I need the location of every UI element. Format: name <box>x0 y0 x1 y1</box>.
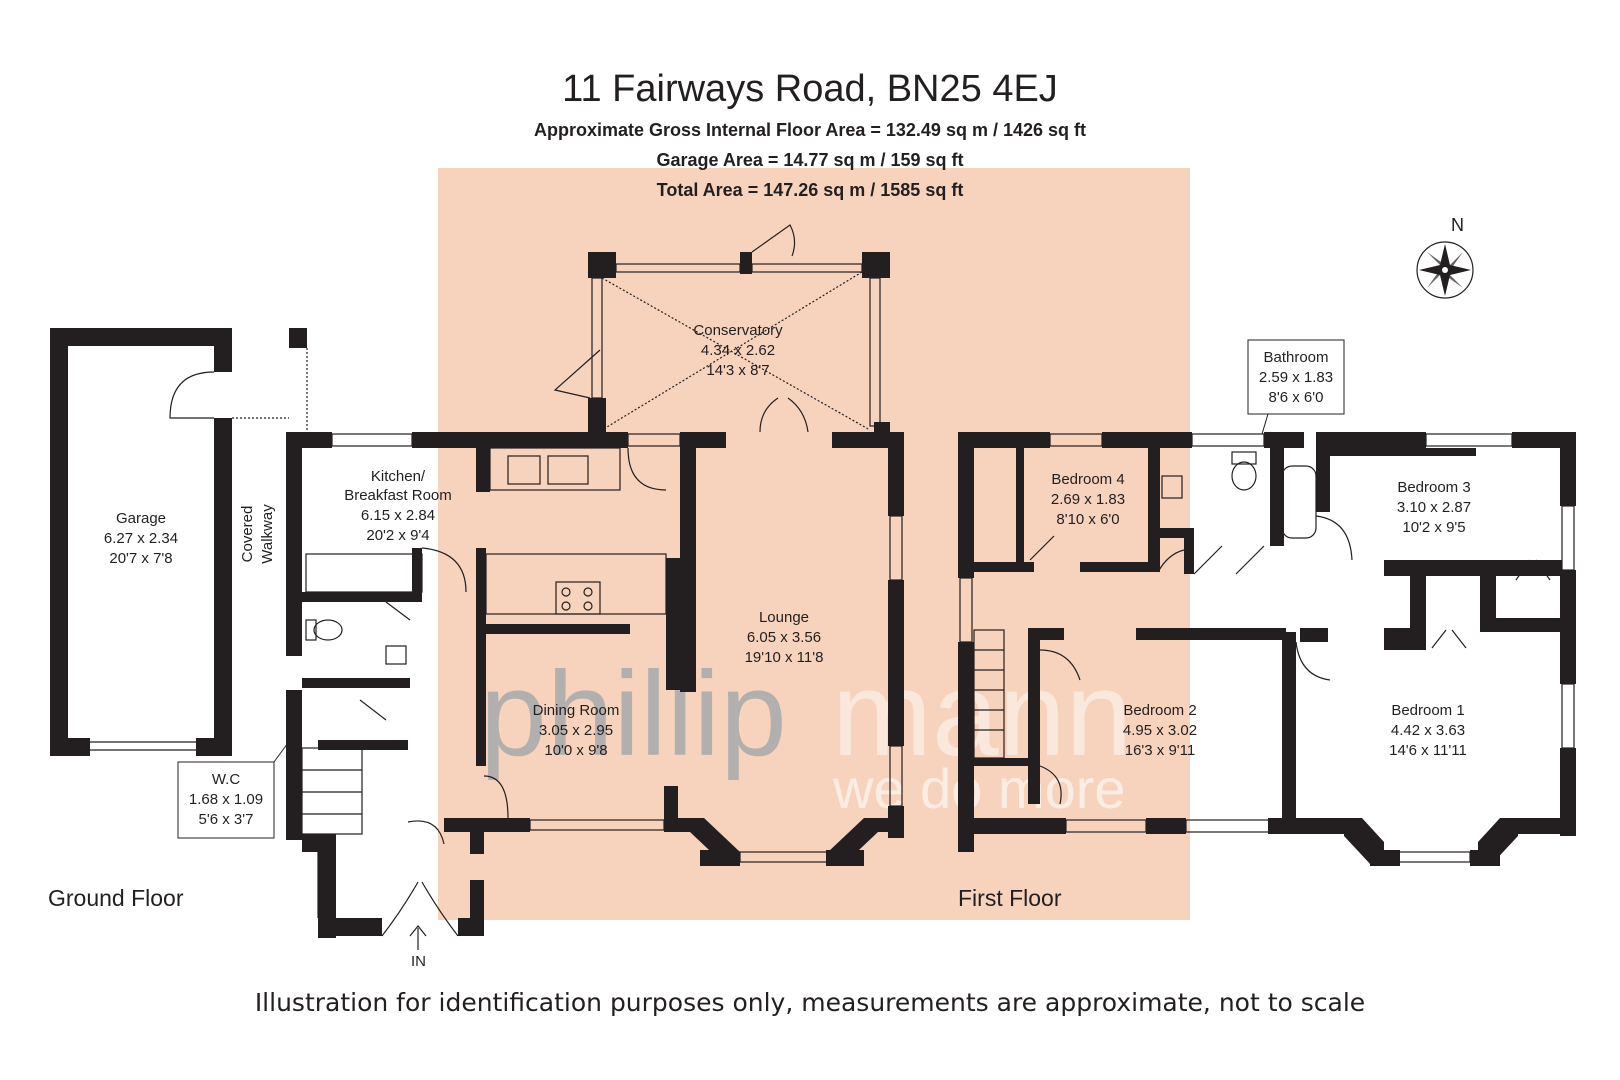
garage-name: Garage <box>116 510 166 527</box>
bedroom2-imperial: 16'3 x 9'11 <box>1125 742 1196 759</box>
dining-metric: 3.05 x 2.95 <box>539 722 613 739</box>
bedroom3-metric: 3.10 x 2.87 <box>1397 499 1471 516</box>
wc-label-box: W.C 1.68 x 1.09 5'6 x 3'7 <box>177 731 297 839</box>
walkway-line1: Covered <box>239 506 256 563</box>
wc-imperial: 5'6 x 3'7 <box>199 811 254 828</box>
kitchen-metric: 6.15 x 2.84 <box>361 507 435 524</box>
garage-area: Garage Area = 14.77 sq m / 159 sq ft <box>656 150 964 170</box>
bedroom1-name: Bedroom 1 <box>1391 702 1464 719</box>
garage-metric: 6.27 x 2.34 <box>104 530 178 547</box>
entrance-label: IN <box>411 953 426 970</box>
kitchen-name-2: Breakfast Room <box>344 487 452 504</box>
bathroom-name: Bathroom <box>1263 349 1328 366</box>
lounge-metric: 6.05 x 3.56 <box>747 629 821 646</box>
conservatory-name: Conservatory <box>693 322 783 339</box>
dining-imperial: 10'0 x 9'8 <box>544 742 607 759</box>
wc-name: W.C <box>212 771 240 788</box>
first-floor-label: First Floor <box>958 885 1062 911</box>
watermark: phillip mann we do more <box>480 647 1132 820</box>
watermark-tagline: we do more <box>832 757 1126 820</box>
fixtures <box>90 224 1575 937</box>
bathroom-metric: 2.59 x 1.83 <box>1259 369 1333 386</box>
garage-imperial: 20'7 x 7'8 <box>109 550 172 567</box>
kitchen-imperial: 20'2 x 9'4 <box>366 527 429 544</box>
walls <box>50 252 1576 938</box>
wc-metric: 1.68 x 1.09 <box>189 791 263 808</box>
bathroom-imperial: 8'6 x 6'0 <box>1269 389 1324 406</box>
entrance-arrow-icon <box>409 925 427 950</box>
bedroom4-name: Bedroom 4 <box>1051 471 1124 488</box>
total-area: Total Area = 147.26 sq m / 1585 sq ft <box>656 180 964 200</box>
watermark-brand-1: phillip <box>480 647 787 781</box>
bedroom1-imperial: 14'6 x 11'11 <box>1389 742 1467 759</box>
compass-north-label: N <box>1451 215 1464 235</box>
bedroom4-metric: 2.69 x 1.83 <box>1051 491 1125 508</box>
disclaimer: Illustration for identification purposes… <box>254 988 1366 1017</box>
bedroom1-metric: 4.42 x 3.63 <box>1391 722 1465 739</box>
bedroom3-imperial: 10'2 x 9'5 <box>1402 519 1465 536</box>
walkway-line2: Walkway <box>259 504 276 564</box>
dining-name: Dining Room <box>533 702 620 719</box>
ground-floor-label: Ground Floor <box>48 885 184 911</box>
bedroom2-metric: 4.95 x 3.02 <box>1123 722 1197 739</box>
bedroom2-name: Bedroom 2 <box>1123 702 1196 719</box>
bathroom-label-box: Bathroom 2.59 x 1.83 8'6 x 6'0 <box>1247 339 1345 435</box>
bedroom4-imperial: 8'10 x 6'0 <box>1056 511 1119 528</box>
bedroom3-name: Bedroom 3 <box>1397 479 1470 496</box>
highlight-area <box>438 168 1190 920</box>
gross-area: Approximate Gross Internal Floor Area = … <box>533 120 1087 140</box>
conservatory-imperial: 14'3 x 8'7 <box>706 362 769 379</box>
room-labels: Garage 6.27 x 2.34 20'7 x 7'8 Covered Wa… <box>104 322 1471 759</box>
lounge-name: Lounge <box>759 609 809 626</box>
lounge-imperial: 19'10 x 11'8 <box>745 649 824 666</box>
compass-icon <box>1416 241 1474 299</box>
conservatory-metric: 4.34 x 2.62 <box>701 342 775 359</box>
page-title: 11 Fairways Road, BN25 4EJ <box>562 68 1058 110</box>
kitchen-name-1: Kitchen/ <box>371 468 426 485</box>
